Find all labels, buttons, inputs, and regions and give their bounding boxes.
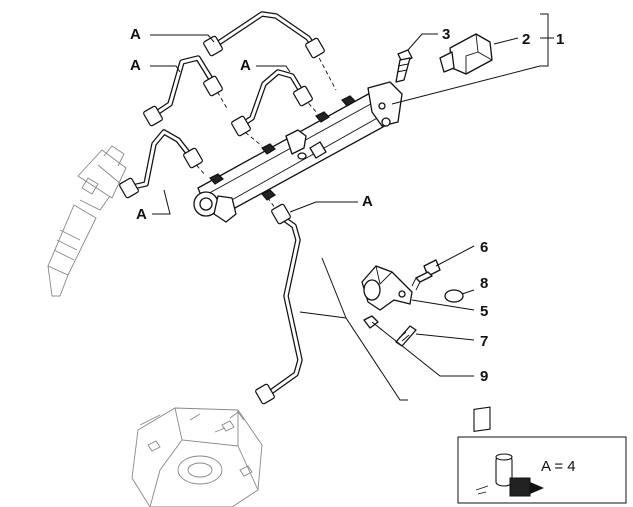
injector-pipes [119, 11, 337, 405]
callout-a-left: A [136, 206, 147, 223]
callout-a-middle: A [240, 57, 251, 74]
callout-a-top: A [130, 26, 141, 43]
fuel-rail [193, 81, 403, 223]
callout-9: 9 [480, 368, 488, 385]
nut-small [363, 315, 379, 329]
callout-8: 8 [480, 275, 488, 292]
callout-3: 3 [442, 26, 450, 43]
callout-1: 1 [556, 31, 564, 48]
callout-a-feed-pipe: A [362, 193, 373, 210]
callout-2: 2 [522, 31, 530, 48]
high-pressure-pump [131, 407, 263, 507]
pressure-sensor [439, 33, 493, 75]
kit-package-icon [473, 406, 544, 497]
relief-valve [395, 49, 413, 83]
callout-a-second: A [130, 57, 141, 74]
callout-6: 6 [480, 239, 488, 256]
callout-7: 7 [480, 333, 488, 350]
quantity-legend-box: A = 4 [457, 406, 627, 504]
fuel-injector [47, 145, 127, 297]
callout-5: 5 [480, 303, 488, 320]
mounting-bracket [361, 265, 413, 311]
bolt [411, 259, 441, 291]
quantity-text: A = 4 [541, 458, 576, 475]
leader-lines [150, 13, 554, 401]
washer [444, 289, 464, 303]
callout-labels: A A A A A 1 2 3 6 8 5 7 9 [130, 26, 564, 385]
